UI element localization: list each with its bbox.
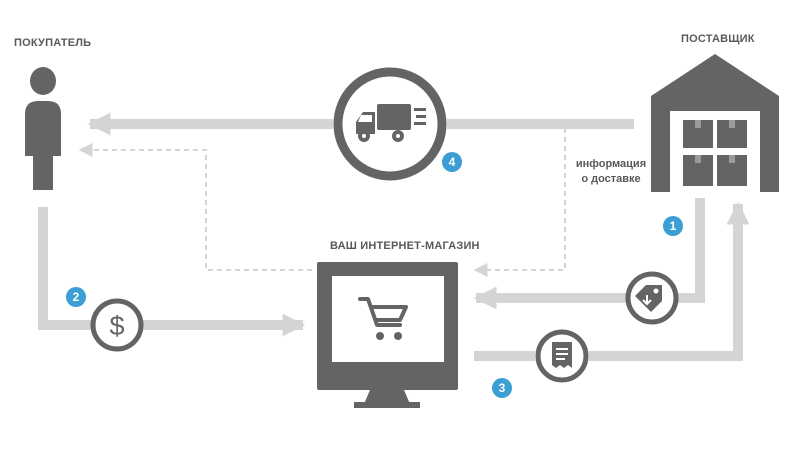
step-badge-1: 1 (663, 216, 683, 236)
buyer-label: ПОКУПАТЕЛЬ (14, 37, 92, 49)
supplier-label: ПОСТАВЩИК (681, 33, 755, 45)
payment-arrow (38, 207, 306, 337)
receipt-icon (535, 329, 589, 383)
delivery-info-line1: информация (575, 158, 647, 170)
order-arrow (473, 198, 705, 310)
step-badge-3: 3 (492, 378, 512, 398)
svg-text:$: $ (109, 311, 124, 341)
step-badge-2: 2 (66, 287, 86, 307)
truck-icon (333, 67, 447, 181)
step-badge-4: 4 (442, 152, 462, 172)
store-label: ВАШ ИНТЕРНЕТ-МАГАЗИН (330, 240, 480, 252)
delivery-info-dashed-arrow (78, 128, 566, 277)
delivery-info-note: информация о доставке (570, 157, 652, 187)
monitor-cart-icon (317, 262, 458, 408)
invoice-arrow (474, 201, 750, 361)
delivery-info-line2: о доставке (581, 173, 641, 185)
tag-icon (625, 271, 679, 325)
warehouse-icon (651, 54, 779, 192)
person-icon (25, 67, 61, 190)
dollar-icon: $ (90, 298, 144, 352)
